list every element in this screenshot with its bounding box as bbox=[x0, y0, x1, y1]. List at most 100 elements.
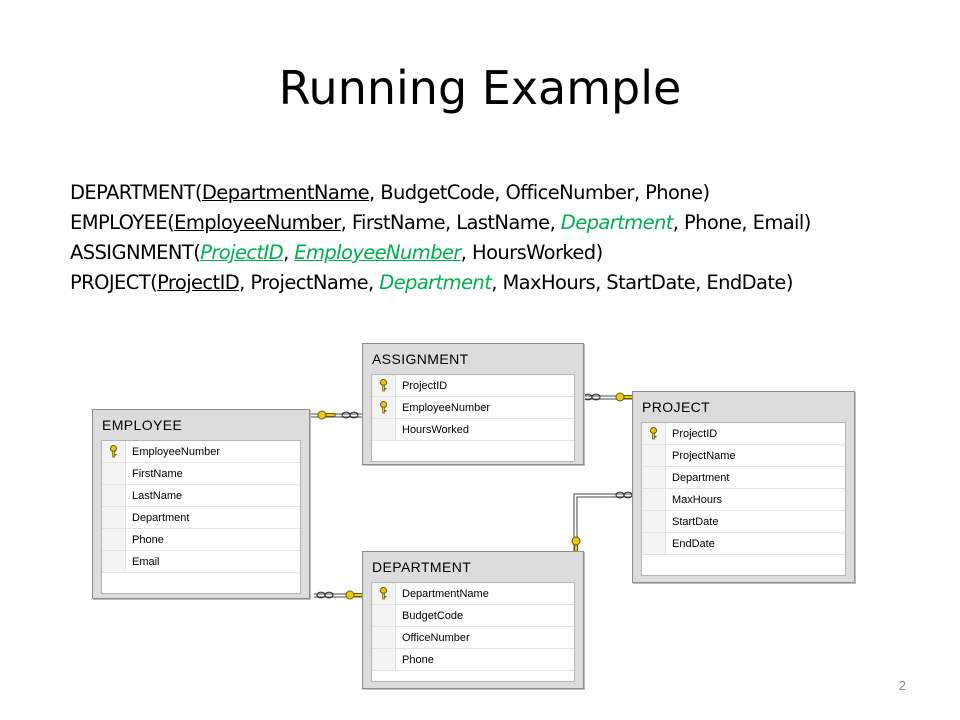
row-selector bbox=[642, 489, 666, 510]
row-selector bbox=[372, 605, 396, 626]
row-selector bbox=[102, 463, 126, 484]
column-row[interactable]: DepartmentName bbox=[372, 583, 574, 605]
schema-line-employee: EMPLOYEE(EmployeeNumber, FirstName, Last… bbox=[70, 211, 811, 234]
attribute: EndDate bbox=[706, 271, 786, 294]
key-icon bbox=[345, 590, 364, 600]
key-icon bbox=[102, 441, 126, 462]
relation-name: DEPARTMENT bbox=[70, 181, 195, 204]
schema-line-assignment: ASSIGNMENT(ProjectID, EmployeeNumber, Ho… bbox=[70, 241, 603, 264]
rel-department-project-line bbox=[573, 493, 631, 552]
row-selector bbox=[642, 445, 666, 466]
column-row[interactable]: MaxHours bbox=[642, 489, 845, 511]
row-selector bbox=[642, 467, 666, 488]
attribute: Department bbox=[560, 211, 674, 234]
attribute: Phone bbox=[645, 181, 703, 204]
column-name: ProjectName bbox=[672, 449, 736, 462]
attribute: EmployeeNumber bbox=[174, 211, 341, 234]
relation-name: EMPLOYEE bbox=[70, 211, 168, 234]
row-selector bbox=[372, 649, 396, 670]
column-name: Phone bbox=[402, 653, 434, 666]
infinity-icon bbox=[316, 591, 334, 599]
column-name: FirstName bbox=[132, 467, 183, 480]
column-row[interactable]: Department bbox=[642, 467, 845, 489]
key-icon bbox=[615, 392, 634, 402]
attribute: Phone bbox=[683, 211, 742, 234]
attribute: ProjectName bbox=[250, 271, 369, 294]
column-name: OfficeNumber bbox=[402, 631, 470, 644]
column-name: EndDate bbox=[672, 537, 715, 550]
project-table-name: PROJECT bbox=[642, 399, 711, 415]
department-table-name: DEPARTMENT bbox=[372, 559, 472, 575]
column-row[interactable]: OfficeNumber bbox=[372, 627, 574, 649]
slide-title: Running Example bbox=[278, 61, 682, 115]
schema-line-department: DEPARTMENT(DepartmentName, BudgetCode, O… bbox=[70, 181, 710, 204]
attribute: ProjectID bbox=[157, 271, 240, 294]
column-row[interactable]: EndDate bbox=[642, 533, 845, 555]
infinity-icon bbox=[583, 393, 601, 401]
row-selector bbox=[372, 627, 396, 648]
column-row[interactable]: Department bbox=[102, 507, 300, 529]
attribute: MaxHours bbox=[502, 271, 596, 294]
column-row[interactable]: BudgetCode bbox=[372, 605, 574, 627]
column-name: ProjectID bbox=[672, 427, 718, 440]
row-selector bbox=[372, 419, 396, 440]
column-row[interactable]: ProjectID bbox=[642, 423, 845, 445]
key-icon bbox=[317, 410, 336, 420]
column-row[interactable]: ProjectName bbox=[642, 445, 845, 467]
column-row[interactable]: ProjectID bbox=[372, 375, 574, 397]
column-row[interactable]: HoursWorked bbox=[372, 419, 574, 441]
column-name: Email bbox=[132, 555, 160, 568]
attribute: ProjectID bbox=[200, 241, 284, 264]
column-name: Phone bbox=[132, 533, 164, 546]
column-name: EmployeeNumber bbox=[132, 445, 221, 458]
column-row[interactable]: EmployeeNumber bbox=[372, 397, 574, 419]
attribute: Email bbox=[752, 211, 805, 234]
attribute: OfficeNumber bbox=[505, 181, 635, 204]
column-name: Department bbox=[132, 511, 190, 524]
assignment-table-name: ASSIGNMENT bbox=[372, 351, 469, 367]
column-name: ProjectID bbox=[402, 379, 448, 392]
column-name: MaxHours bbox=[672, 493, 723, 506]
attribute: LastName bbox=[456, 211, 550, 234]
column-name: Department bbox=[672, 471, 730, 484]
key-icon bbox=[571, 536, 581, 554]
column-row[interactable]: FirstName bbox=[102, 463, 300, 485]
schema-line-project: PROJECT(ProjectID, ProjectName, Departme… bbox=[70, 271, 793, 294]
key-icon bbox=[372, 583, 396, 604]
attribute: Department bbox=[379, 271, 492, 294]
column-row[interactable]: EmployeeNumber bbox=[102, 441, 300, 463]
attribute: StartDate bbox=[606, 271, 696, 294]
column-row[interactable]: Phone bbox=[372, 649, 574, 671]
column-row[interactable]: Email bbox=[102, 551, 300, 573]
row-selector bbox=[642, 511, 666, 532]
column-row[interactable]: Phone bbox=[102, 529, 300, 551]
attribute: EmployeeNumber bbox=[294, 241, 461, 264]
column-name: EmployeeNumber bbox=[402, 401, 491, 414]
key-icon bbox=[642, 423, 666, 444]
key-icon bbox=[372, 375, 396, 396]
attribute: BudgetCode bbox=[380, 181, 495, 204]
attribute: FirstName bbox=[351, 211, 446, 234]
column-name: StartDate bbox=[672, 515, 719, 528]
attribute: HoursWorked bbox=[472, 241, 596, 264]
column-name: LastName bbox=[132, 489, 183, 502]
attribute: DepartmentName bbox=[201, 181, 370, 204]
column-row[interactable]: StartDate bbox=[642, 511, 845, 533]
column-name: HoursWorked bbox=[402, 423, 470, 436]
row-selector bbox=[102, 485, 126, 506]
infinity-icon bbox=[341, 411, 359, 419]
employee-table-name: EMPLOYEE bbox=[102, 417, 183, 433]
relational-schema: DEPARTMENT(DepartmentName, BudgetCode, O… bbox=[70, 178, 811, 298]
page-number: 2 bbox=[898, 678, 906, 693]
column-row[interactable]: LastName bbox=[102, 485, 300, 507]
row-selector bbox=[642, 533, 666, 554]
